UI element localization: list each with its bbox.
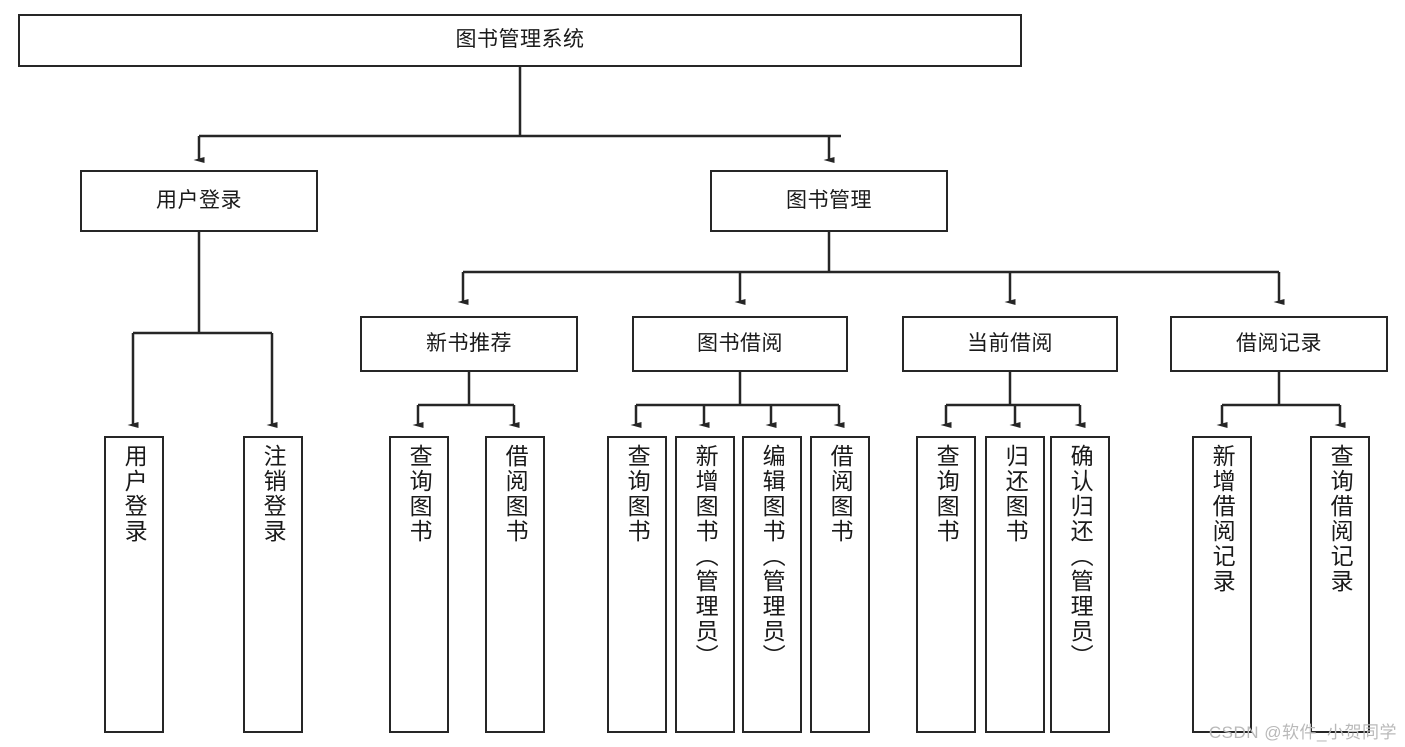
node-leaf-return-book[interactable]: 归还图书: [985, 436, 1045, 733]
node-label: 查询图书: [406, 444, 433, 544]
node-leaf-user-login[interactable]: 用户登录: [104, 436, 164, 733]
node-leaf-query-borrow-record[interactable]: 查询借阅记录: [1310, 436, 1370, 733]
node-label: 新增图书（管理员）: [692, 444, 719, 669]
node-label: 借阅图书: [502, 444, 529, 544]
node-label: 图书管理系统: [455, 28, 585, 52]
node-label: 注销登录: [260, 444, 287, 544]
node-label: 用户登录: [156, 188, 242, 212]
node-label: 归还图书: [1002, 444, 1029, 544]
node-user-login[interactable]: 用户登录: [80, 170, 318, 232]
node-borrow-record[interactable]: 借阅记录: [1170, 316, 1388, 372]
node-label: 确认归还（管理员）: [1067, 444, 1094, 669]
node-leaf-borrow-book-bb[interactable]: 借阅图书: [810, 436, 870, 733]
node-leaf-add-borrow-record[interactable]: 新增借阅记录: [1192, 436, 1252, 733]
node-leaf-query-book-bb[interactable]: 查询图书: [607, 436, 667, 733]
node-leaf-edit-book-admin[interactable]: 编辑图书（管理员）: [742, 436, 802, 733]
node-root-system[interactable]: 图书管理系统: [18, 14, 1022, 67]
node-label: 图书借阅: [697, 331, 783, 355]
node-label: 编辑图书（管理员）: [759, 444, 786, 669]
node-label: 借阅记录: [1236, 331, 1322, 355]
node-book-management[interactable]: 图书管理: [710, 170, 948, 232]
node-leaf-borrow-book-nb[interactable]: 借阅图书: [485, 436, 545, 733]
node-label: 用户登录: [121, 444, 148, 544]
node-leaf-query-book-nb[interactable]: 查询图书: [389, 436, 449, 733]
node-leaf-confirm-return-admin[interactable]: 确认归还（管理员）: [1050, 436, 1110, 733]
node-current-borrow[interactable]: 当前借阅: [902, 316, 1118, 372]
node-label: 图书管理: [786, 188, 872, 212]
node-book-borrow[interactable]: 图书借阅: [632, 316, 848, 372]
node-label: 新书推荐: [426, 331, 512, 355]
node-leaf-logout[interactable]: 注销登录: [243, 436, 303, 733]
node-label: 查询图书: [624, 444, 651, 544]
node-label: 查询借阅记录: [1327, 444, 1354, 594]
node-label: 查询图书: [933, 444, 960, 544]
node-new-book-recommend[interactable]: 新书推荐: [360, 316, 578, 372]
node-label: 当前借阅: [967, 331, 1053, 355]
node-leaf-add-book-admin[interactable]: 新增图书（管理员）: [675, 436, 735, 733]
node-label: 借阅图书: [827, 444, 854, 544]
node-leaf-query-book-cb[interactable]: 查询图书: [916, 436, 976, 733]
node-label: 新增借阅记录: [1209, 444, 1236, 594]
